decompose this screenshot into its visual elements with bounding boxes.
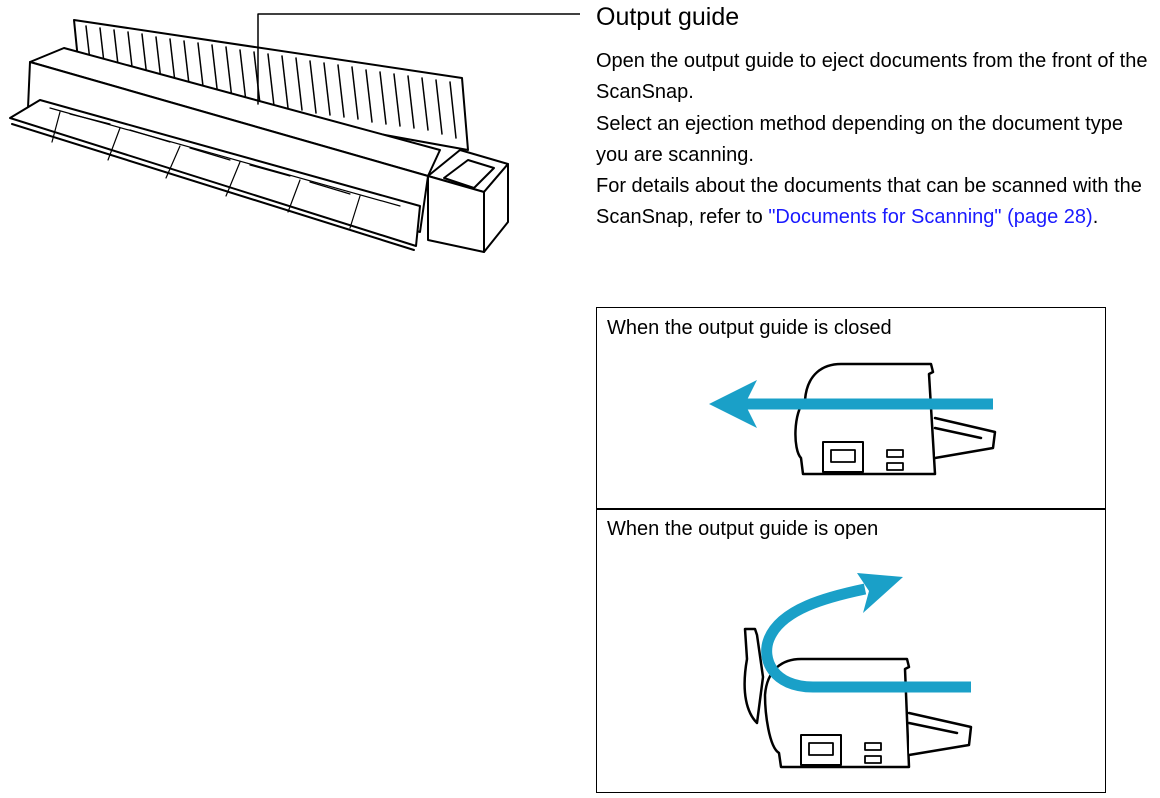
section-heading: Output guide [596,3,740,31]
description-line: Select an ejection method depending on t… [596,112,1124,166]
ejection-arrow-head-icon [857,573,903,613]
scanner-illustration [9,13,580,253]
ejection-arrow-icon [761,583,971,693]
panel-output-guide-closed: When the output guide is closed [596,307,1106,510]
description-line: Open the output guide to eject documents… [596,50,1148,104]
ejection-arrow-head-icon [709,380,757,428]
panel-output-guide-open: When the output guide is open [596,508,1106,793]
reference-paragraph: For details about the documents that can… [596,171,1156,234]
panel-label: When the output guide is open [607,518,879,540]
documents-for-scanning-link[interactable]: "Documents for Scanning" (page 28) [768,206,1093,229]
section-description: Open the output guide to eject documents… [596,46,1156,234]
closed-ejection-diagram [709,362,997,476]
reference-suffix: . [1092,206,1099,229]
reference-prefix: For details about the documents that can… [596,175,1142,229]
panel-label: When the output guide is closed [607,317,892,339]
open-ejection-diagram [743,573,973,769]
